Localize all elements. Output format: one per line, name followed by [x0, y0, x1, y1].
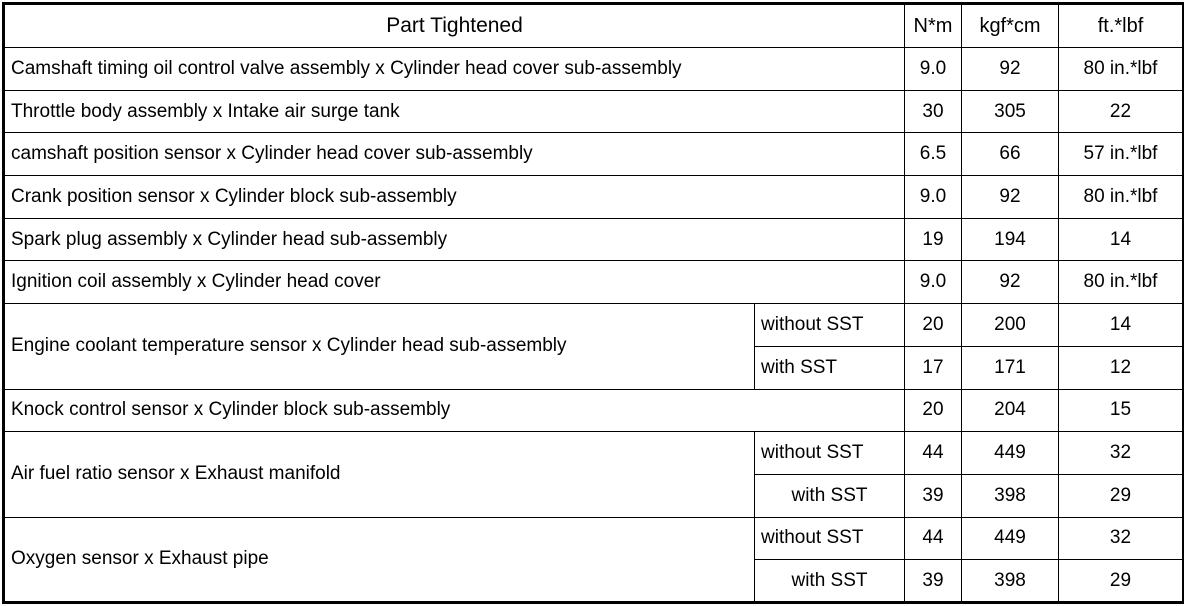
table-body: Camshaft timing oil control valve assemb…: [3, 47, 1184, 604]
condition-cell: with SST: [754, 345, 905, 390]
value-nm: 20: [904, 303, 962, 347]
part-name-cell: Engine coolant temperature sensor x Cyli…: [3, 303, 755, 390]
part-name-cell: Camshaft timing oil control valve assemb…: [3, 47, 905, 91]
header-row: Part Tightened N*m kgf*cm ft.*lbf: [3, 3, 1184, 48]
part-name-cell: camshaft position sensor x Cylinder head…: [3, 132, 905, 177]
part-name-cell: Knock control sensor x Cylinder block su…: [3, 388, 905, 433]
value-ftlbf: 80 in.*lbf: [1058, 47, 1184, 91]
value-ftlbf: 29: [1058, 473, 1184, 518]
table-row: Camshaft timing oil control valve assemb…: [3, 47, 1184, 91]
value-nm: 19: [904, 217, 962, 262]
value-ftlbf: 12: [1058, 345, 1184, 390]
column-header-ft-lbf: ft.*lbf: [1058, 3, 1184, 48]
condition-cell: without SST: [754, 516, 905, 561]
value-ftlbf: 29: [1058, 559, 1184, 603]
value-kgfcm: 171: [961, 345, 1059, 390]
value-kgfcm: 449: [961, 516, 1059, 561]
value-kgfcm: 194: [961, 217, 1059, 262]
column-header-kgf-cm: kgf*cm: [961, 3, 1059, 48]
table-row: Throttle body assembly x Intake air surg…: [3, 89, 1184, 134]
value-nm: 9.0: [904, 260, 962, 305]
table-header: Part Tightened N*m kgf*cm ft.*lbf: [3, 3, 1184, 48]
condition-cell: with SST: [754, 559, 905, 603]
value-nm: 20: [904, 388, 962, 433]
value-kgfcm: 305: [961, 89, 1059, 134]
table-row: Oxygen sensor x Exhaust pipe without SST…: [3, 516, 1184, 604]
value-nm: 44: [904, 516, 962, 561]
value-nm: 44: [904, 431, 962, 475]
value-nm: 6.5: [904, 132, 962, 177]
table-row: Spark plug assembly x Cylinder head sub-…: [3, 217, 1184, 262]
value-kgfcm: 66: [961, 132, 1059, 177]
table-row: with SST 39 398 29: [4, 559, 1184, 603]
value-ftlbf: 22: [1058, 89, 1184, 134]
value-ftlbf: 32: [1058, 431, 1184, 475]
table-row: Crank position sensor x Cylinder block s…: [3, 175, 1184, 219]
value-nm: 9.0: [904, 47, 962, 91]
value-nm: 39: [904, 473, 962, 518]
value-ftlbf: 15: [1058, 388, 1184, 433]
table-row: Ignition coil assembly x Cylinder head c…: [3, 260, 1184, 305]
part-name-cell: Ignition coil assembly x Cylinder head c…: [3, 260, 905, 305]
value-kgfcm: 204: [961, 388, 1059, 433]
condition-cell: without SST: [754, 431, 905, 475]
table-row: with SST 17 171 12: [4, 345, 1184, 390]
column-header-newton-meter: N*m: [904, 3, 962, 48]
table-row: with SST 39 398 29: [4, 473, 1184, 518]
part-name-cell: Throttle body assembly x Intake air surg…: [3, 89, 905, 134]
condition-cell: with SST: [754, 473, 905, 518]
value-kgfcm: 398: [961, 559, 1059, 603]
column-header-part-tightened: Part Tightened: [3, 3, 905, 48]
value-nm: 30: [904, 89, 962, 134]
part-name-cell: Spark plug assembly x Cylinder head sub-…: [3, 217, 905, 262]
value-kgfcm: 449: [961, 431, 1059, 475]
value-nm: 9.0: [904, 175, 962, 219]
part-name-cell: Oxygen sensor x Exhaust pipe: [3, 516, 755, 604]
table-row: Engine coolant temperature sensor x Cyli…: [3, 303, 1184, 390]
value-ftlbf: 80 in.*lbf: [1058, 260, 1184, 305]
value-kgfcm: 92: [961, 175, 1059, 219]
value-nm: 17: [904, 345, 962, 390]
value-ftlbf: 14: [1058, 217, 1184, 262]
value-ftlbf: 32: [1058, 516, 1184, 561]
value-nm: 39: [904, 559, 962, 603]
table-row: camshaft position sensor x Cylinder head…: [3, 132, 1184, 177]
value-ftlbf: 57 in.*lbf: [1058, 132, 1184, 177]
value-ftlbf: 14: [1058, 303, 1184, 347]
value-kgfcm: 398: [961, 473, 1059, 518]
value-kgfcm: 92: [961, 260, 1059, 305]
value-kgfcm: 92: [961, 47, 1059, 91]
value-ftlbf: 80 in.*lbf: [1058, 175, 1184, 219]
part-name-cell: Air fuel ratio sensor x Exhaust manifold: [3, 431, 755, 518]
condition-cell: without SST: [754, 303, 905, 347]
table-row: Knock control sensor x Cylinder block su…: [3, 388, 1184, 433]
value-kgfcm: 200: [961, 303, 1059, 347]
table-row: Air fuel ratio sensor x Exhaust manifold…: [3, 431, 1184, 518]
part-name-cell: Crank position sensor x Cylinder block s…: [3, 175, 905, 219]
